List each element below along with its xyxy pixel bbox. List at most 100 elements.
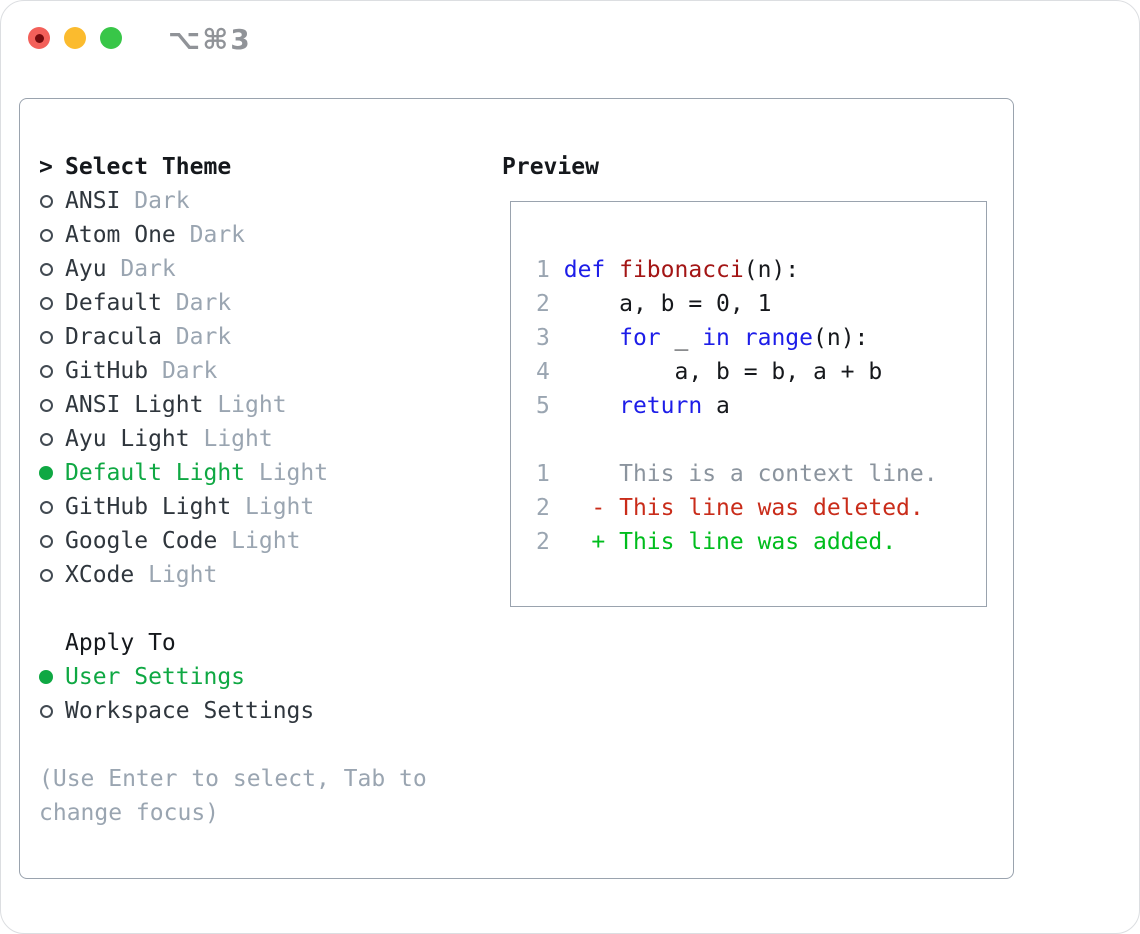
radio-marker: [39, 568, 65, 582]
option-label: Default Light: [65, 460, 246, 486]
option-variant: Light: [231, 494, 315, 520]
radio-icon: [40, 398, 53, 412]
line-number: 2: [536, 495, 550, 521]
line-number: 1: [536, 257, 550, 283]
radio-marker: [39, 330, 65, 344]
radio-marker: [39, 262, 65, 276]
option-label: GitHub: [65, 358, 149, 384]
line-number: 4: [536, 359, 550, 385]
radio-icon: [40, 534, 53, 548]
diff-line-deleted: 2 - This line was deleted.: [536, 491, 980, 525]
theme-item[interactable]: ANSI Dark: [39, 184, 328, 218]
theme-item[interactable]: XCode Light: [39, 558, 328, 592]
option-label: Default: [65, 290, 162, 316]
diff-marker: [591, 461, 619, 487]
radio-icon: [40, 432, 53, 446]
apply-option[interactable]: User Settings: [39, 660, 314, 694]
radio-marker: [39, 296, 65, 310]
option-label: ANSI: [65, 188, 121, 214]
diff-text: This is a context line.: [619, 461, 938, 487]
radio-marker: [39, 194, 65, 208]
option-variant: Light: [134, 562, 218, 588]
option-variant: Dark: [175, 222, 246, 248]
line-number: 1: [536, 461, 550, 487]
theme-item[interactable]: Ayu Light Light: [39, 422, 328, 456]
code-line: 3 for _ in range(n):: [536, 321, 980, 355]
radio-selected-icon: [39, 466, 53, 480]
radio-marker: [39, 432, 65, 446]
option-label: GitHub Light: [65, 494, 232, 520]
line-number: 3: [536, 325, 550, 351]
option-variant: Dark: [106, 256, 176, 282]
radio-icon: [40, 568, 53, 582]
theme-item[interactable]: GitHub Dark: [39, 354, 328, 388]
close-button-inner-dot: [34, 33, 44, 43]
minimize-button[interactable]: [64, 27, 86, 49]
code-token-code: a, b = b, a + b: [563, 359, 883, 385]
theme-item[interactable]: Ayu Dark: [39, 252, 328, 286]
hint-text: (Use Enter to select, Tab to change focu…: [39, 762, 427, 830]
code-token-function: fibonacci: [619, 257, 744, 283]
option-label: ANSI Light: [65, 392, 204, 418]
theme-list-title: Select Theme: [65, 154, 232, 180]
diff-text: This line was deleted.: [619, 495, 924, 521]
theme-item[interactable]: GitHub Light Light: [39, 490, 328, 524]
radio-icon: [40, 500, 53, 514]
radio-icon: [40, 296, 53, 310]
code-token-code: _: [660, 325, 703, 351]
option-label: User Settings: [65, 664, 246, 690]
option-label: Ayu: [65, 256, 107, 282]
radio-icon: [40, 330, 53, 344]
hint-line-1: (Use Enter to select, Tab to: [39, 766, 427, 792]
code-line: 4 a, b = b, a + b: [536, 355, 980, 389]
theme-item[interactable]: Atom One Dark: [39, 218, 328, 252]
selection-caret: >: [39, 154, 53, 180]
code-line: 5 return a: [536, 389, 980, 423]
radio-marker: [39, 534, 65, 548]
code-token-code: (n):: [743, 257, 800, 283]
code-token-code: (n):: [813, 325, 869, 351]
theme-item[interactable]: Dracula Dark: [39, 320, 328, 354]
radio-marker: [39, 364, 65, 378]
diff-text: This line was added.: [619, 529, 897, 555]
radio-marker: [39, 704, 65, 718]
theme-item[interactable]: Google Code Light: [39, 524, 328, 558]
zoom-button[interactable]: [100, 27, 122, 49]
code-token-keyword: for: [619, 325, 661, 351]
theme-item[interactable]: Default Dark: [39, 286, 328, 320]
option-label: Ayu Light: [65, 426, 190, 452]
radio-icon: [40, 704, 53, 718]
radio-selected-icon: [39, 670, 53, 684]
diff-marker: +: [591, 529, 620, 555]
apply-to-header-row: Apply To: [39, 626, 314, 660]
option-label: Atom One: [65, 222, 176, 248]
theme-item[interactable]: Default Light Light: [39, 456, 328, 490]
window-title: ⌥⌘3: [168, 23, 252, 56]
option-label: XCode: [65, 562, 135, 588]
line-number: 5: [536, 393, 550, 419]
close-button[interactable]: [28, 27, 50, 49]
code-line: 1 def fibonacci(n):: [536, 253, 980, 287]
radio-marker: [39, 228, 65, 242]
option-variant: Dark: [161, 324, 232, 350]
diff-line-context: 1 This is a context line.: [536, 457, 980, 491]
option-label: Workspace Settings: [65, 698, 315, 724]
code-token-code: [564, 325, 619, 351]
code-token-code: [564, 393, 619, 419]
code-token-keyword: def: [563, 257, 620, 283]
option-variant: Dark: [120, 188, 190, 214]
option-variant: Light: [203, 392, 287, 418]
theme-item[interactable]: ANSI Light Light: [39, 388, 328, 422]
diff-marker: -: [591, 495, 620, 521]
apply-option[interactable]: Workspace Settings: [39, 694, 314, 728]
traffic-lights: [28, 27, 122, 49]
hint-line-2: change focus): [39, 800, 220, 826]
preview-title: Preview: [502, 154, 599, 180]
radio-icon: [40, 228, 53, 242]
option-label: Google Code: [65, 528, 218, 554]
radio-marker: [39, 500, 65, 514]
